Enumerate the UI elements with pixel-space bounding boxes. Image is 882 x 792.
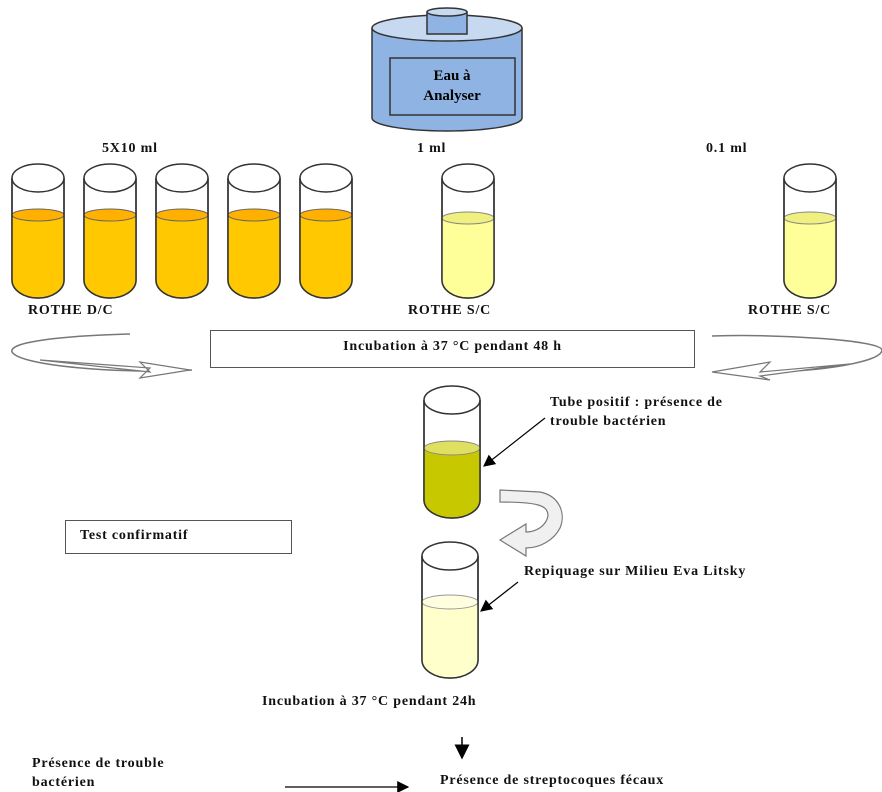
incubation-48h-box xyxy=(210,330,695,368)
litsky-tube xyxy=(421,541,479,679)
volume-label-5x10: 5X10 ml xyxy=(102,141,158,156)
tube-single-0.1ml xyxy=(783,163,837,299)
curved-arrow-right xyxy=(711,334,882,381)
tube-double-3 xyxy=(155,163,209,299)
jar-label-line1: Eau à xyxy=(433,68,471,84)
water-sample-jar: Eau à Analyser xyxy=(371,7,523,132)
positive-tube xyxy=(423,385,481,519)
curved-arrow-transfer xyxy=(498,489,563,558)
medium-label-single-2: ROTHE S/C xyxy=(748,303,832,318)
confirm-test-text: Test confirmatif xyxy=(80,528,189,543)
tube-double-5 xyxy=(299,163,353,299)
turbidity-note-line2: bactérien xyxy=(32,775,96,790)
volume-label-1ml: 1 ml xyxy=(417,141,447,156)
jar-label-box xyxy=(389,57,516,116)
confirm-test-box xyxy=(65,520,292,554)
positive-tube-note-line2: trouble bactérien xyxy=(550,414,667,429)
medium-label-double: ROTHE D/C xyxy=(28,303,114,318)
turbidity-note-line1: Présence de trouble xyxy=(32,756,165,771)
medium-label-single-1: ROTHE S/C xyxy=(408,303,492,318)
subculture-note: Repiquage sur Milieu Eva Litsky xyxy=(524,564,747,579)
jar-label-line2: Analyser xyxy=(423,88,481,104)
volume-label-0.1ml: 0.1 ml xyxy=(706,141,748,156)
tube-double-1 xyxy=(11,163,65,299)
positive-tube-note-line1: Tube positif : présence de xyxy=(550,395,723,410)
litsky-tube-arrow xyxy=(480,581,519,612)
incubation-48h-text: Incubation à 37 °C pendant 48 h xyxy=(343,339,562,354)
curved-arrow-left xyxy=(11,333,193,379)
incubation-24h-text: Incubation à 37 °C pendant 24h xyxy=(262,694,477,709)
tube-single-1ml xyxy=(441,163,495,299)
tube-double-4 xyxy=(227,163,281,299)
tube-double-2 xyxy=(83,163,137,299)
positive-tube-arrow xyxy=(483,417,546,467)
result-text: Présence de streptocoques fécaux xyxy=(440,773,665,788)
